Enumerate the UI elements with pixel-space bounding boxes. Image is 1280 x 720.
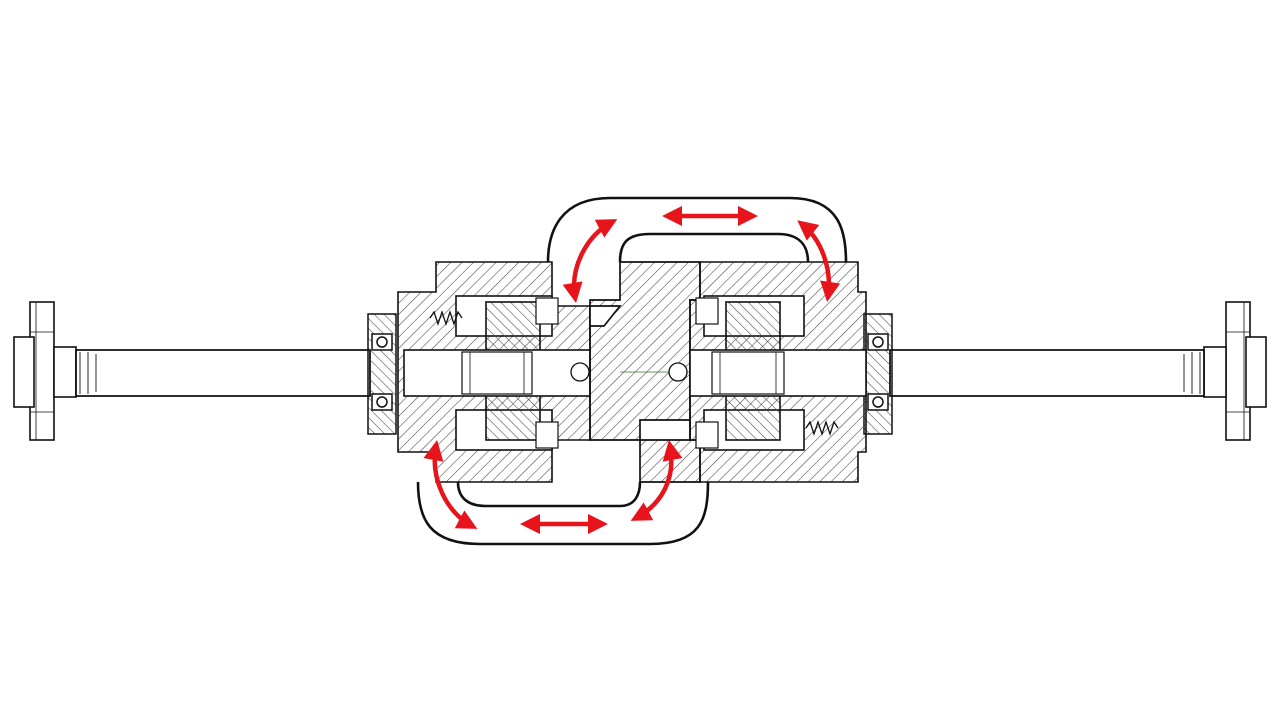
right-seal-pack (863, 313, 893, 435)
left-seal-pack (367, 313, 397, 435)
flow-arrows (423, 205, 841, 535)
right-flange (1203, 301, 1267, 441)
right-gear-housing (668, 261, 867, 483)
left-flange (13, 301, 77, 441)
upper-right-arc-arrow (797, 220, 841, 303)
upper-fluid-loop (546, 196, 848, 263)
left-axle-shaft (75, 349, 371, 397)
left-spring (429, 309, 463, 327)
left-gear-housing (397, 261, 591, 483)
upper-left-arc-arrow (562, 219, 618, 303)
right-spring (805, 419, 839, 437)
lower-right-arc-arrow (630, 440, 683, 521)
lower-left-arc-arrow (423, 440, 478, 529)
right-axle-shaft (889, 349, 1205, 397)
